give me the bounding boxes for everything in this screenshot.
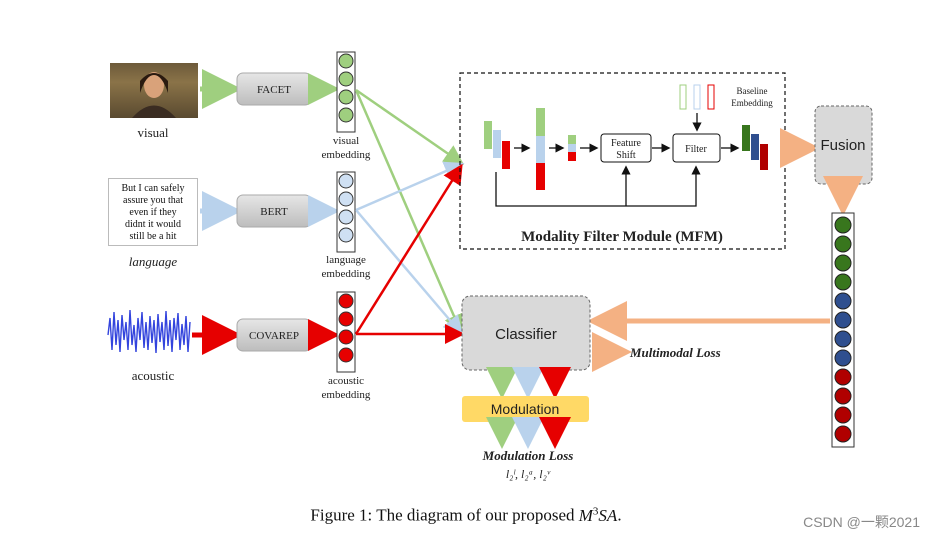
- language-to-mfm: [355, 161, 465, 212]
- modulation-loss-terms: l₂ˡ, l₂ᵃ, l₂ᵛ: [506, 467, 551, 481]
- classifier-label: Classifier: [495, 326, 557, 343]
- baseline-line2: Embedding: [731, 98, 773, 108]
- figure-caption: Figure 1: The diagram of our proposed M3…: [310, 505, 622, 525]
- acoustic-to-mfm: [354, 163, 463, 335]
- visual-label: visual: [137, 125, 168, 140]
- watermark: CSDN @一颗2021: [803, 514, 920, 530]
- modulation-label: Modulation: [491, 401, 560, 417]
- mfm-input-bars: [484, 121, 510, 169]
- acoustic-embedding-column: [336, 291, 356, 373]
- language-embedding-line1: language: [326, 254, 366, 266]
- baseline-line1: Baseline: [737, 86, 768, 96]
- language-label: language: [129, 254, 178, 269]
- bert-label: BERT: [260, 206, 288, 218]
- fusion-label: Fusion: [820, 137, 865, 154]
- mfm-title: Modality Filter Module (MFM): [521, 229, 723, 245]
- visual-embedding-column: [336, 51, 356, 133]
- mfm-concat-bar: [536, 108, 545, 190]
- visual-embedding-line2: embedding: [322, 149, 371, 161]
- fused-embedding-column: [831, 212, 855, 448]
- visual-to-classifier: [354, 89, 464, 335]
- acoustic-label: acoustic: [132, 368, 175, 383]
- language-input-text: But I can safely assure you that even if…: [108, 178, 198, 246]
- filter-label: Filter: [685, 144, 707, 155]
- modulation-loss-label: Modulation Loss: [482, 448, 574, 463]
- visual-embedding-line1: visual: [333, 135, 359, 147]
- language-to-classifier: [355, 209, 464, 336]
- mfm-small-bar: [568, 135, 576, 161]
- modulation-box: [462, 396, 589, 422]
- visual-input-photo: [110, 63, 198, 118]
- covarep-label: COVAREP: [249, 330, 299, 342]
- acoustic-waveform: [107, 309, 191, 354]
- multimodal-loss-label: Multimodal Loss: [629, 345, 721, 360]
- acoustic-embedding-line1: acoustic: [328, 375, 364, 387]
- feature-shift-line2: Shift: [616, 150, 636, 161]
- filter-box: [672, 133, 721, 163]
- baseline-embedding-bars: [679, 84, 715, 110]
- mfm-output-bars: [742, 125, 768, 170]
- feature-shift-box: [600, 133, 652, 163]
- visual-to-mfm: [355, 88, 465, 165]
- facet-label: FACET: [257, 84, 291, 96]
- feature-shift-line1: Feature: [611, 138, 642, 149]
- language-embedding-line2: embedding: [322, 268, 371, 280]
- acoustic-embedding-line2: embedding: [322, 389, 371, 401]
- mfm-feedback-line: [495, 165, 701, 207]
- language-embedding-column: [336, 171, 356, 253]
